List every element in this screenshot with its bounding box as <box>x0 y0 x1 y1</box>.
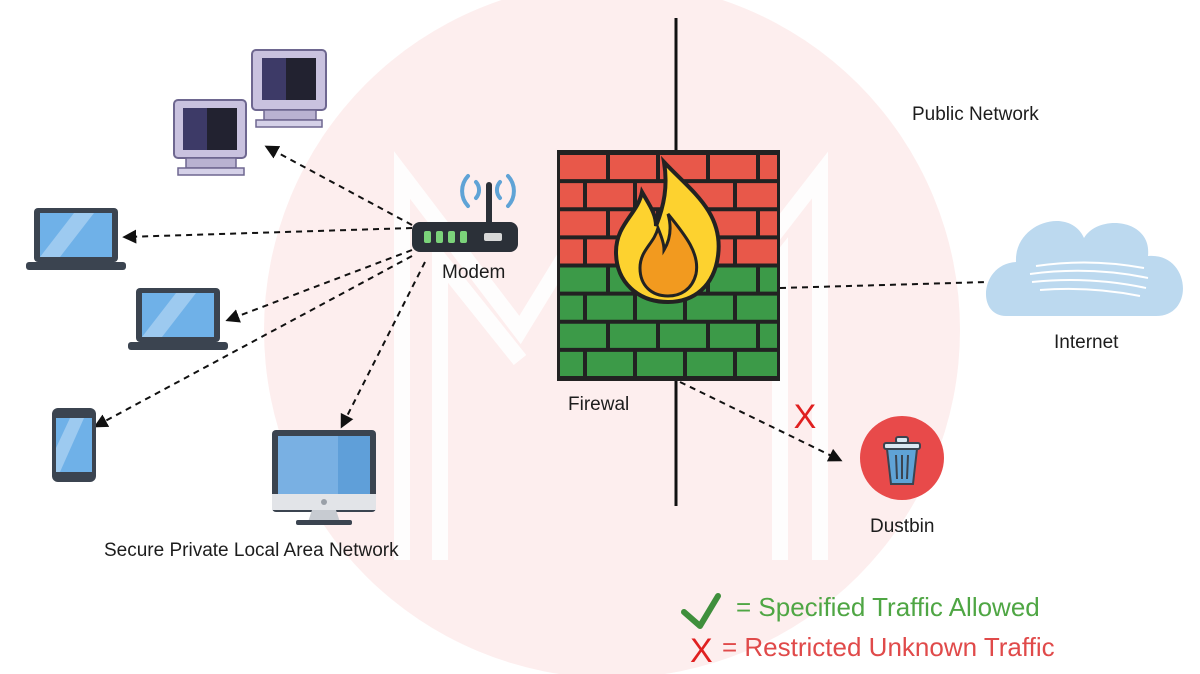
modem-label: Modem <box>442 262 506 283</box>
brick <box>710 155 756 180</box>
brick <box>560 323 606 348</box>
desktop-icon <box>272 430 376 525</box>
trash-icon <box>860 416 944 500</box>
link-modem-monitor <box>264 145 413 226</box>
brick <box>560 267 606 292</box>
link-modem-desktop <box>340 261 426 429</box>
brick <box>560 155 606 180</box>
legend-restricted: = Restricted Unknown Traffic <box>722 632 1055 662</box>
connections <box>93 145 989 462</box>
brick <box>760 267 777 292</box>
brick <box>760 155 777 180</box>
blocked-mark: X <box>794 398 817 436</box>
brick <box>587 295 633 320</box>
brick <box>687 295 733 320</box>
brick <box>760 323 777 348</box>
checkmark-icon <box>681 593 721 629</box>
brick <box>610 155 656 180</box>
brick <box>560 351 583 376</box>
link-modem-phone <box>93 255 413 428</box>
link-firewall-internet <box>779 281 989 289</box>
dustbin-label: Dustbin <box>870 516 935 537</box>
legend-allowed: = Specified Traffic Allowed <box>736 592 1040 622</box>
brick <box>737 183 777 208</box>
brick <box>560 211 606 236</box>
laptop-icon <box>26 208 126 270</box>
brick <box>737 295 777 320</box>
brick <box>637 351 683 376</box>
internet-label: Internet <box>1054 332 1119 353</box>
brick <box>710 323 756 348</box>
brick <box>587 183 633 208</box>
brick <box>687 351 733 376</box>
brick <box>710 267 756 292</box>
brick <box>660 323 706 348</box>
router-icon <box>412 174 518 252</box>
monitor-icon <box>173 99 247 176</box>
cross-icon: X <box>690 632 713 670</box>
public-network-label: Public Network <box>912 104 1039 125</box>
monitor-icon <box>251 49 327 128</box>
brick <box>560 183 583 208</box>
laptop-icon <box>128 288 228 350</box>
brick <box>560 239 583 264</box>
link-modem-laptop-1 <box>122 227 413 244</box>
brick <box>587 351 633 376</box>
phone-icon <box>52 408 96 482</box>
brick <box>760 211 777 236</box>
brick <box>560 295 583 320</box>
brick <box>737 351 777 376</box>
brick <box>737 239 777 264</box>
link-firewall-dustbin <box>679 381 843 462</box>
flame-icon <box>613 155 721 305</box>
brick <box>610 323 656 348</box>
firewall-label: Firewal <box>568 394 630 415</box>
cloud-icon <box>985 220 1183 316</box>
lan-label: Secure Private Local Area Network <box>104 540 399 561</box>
